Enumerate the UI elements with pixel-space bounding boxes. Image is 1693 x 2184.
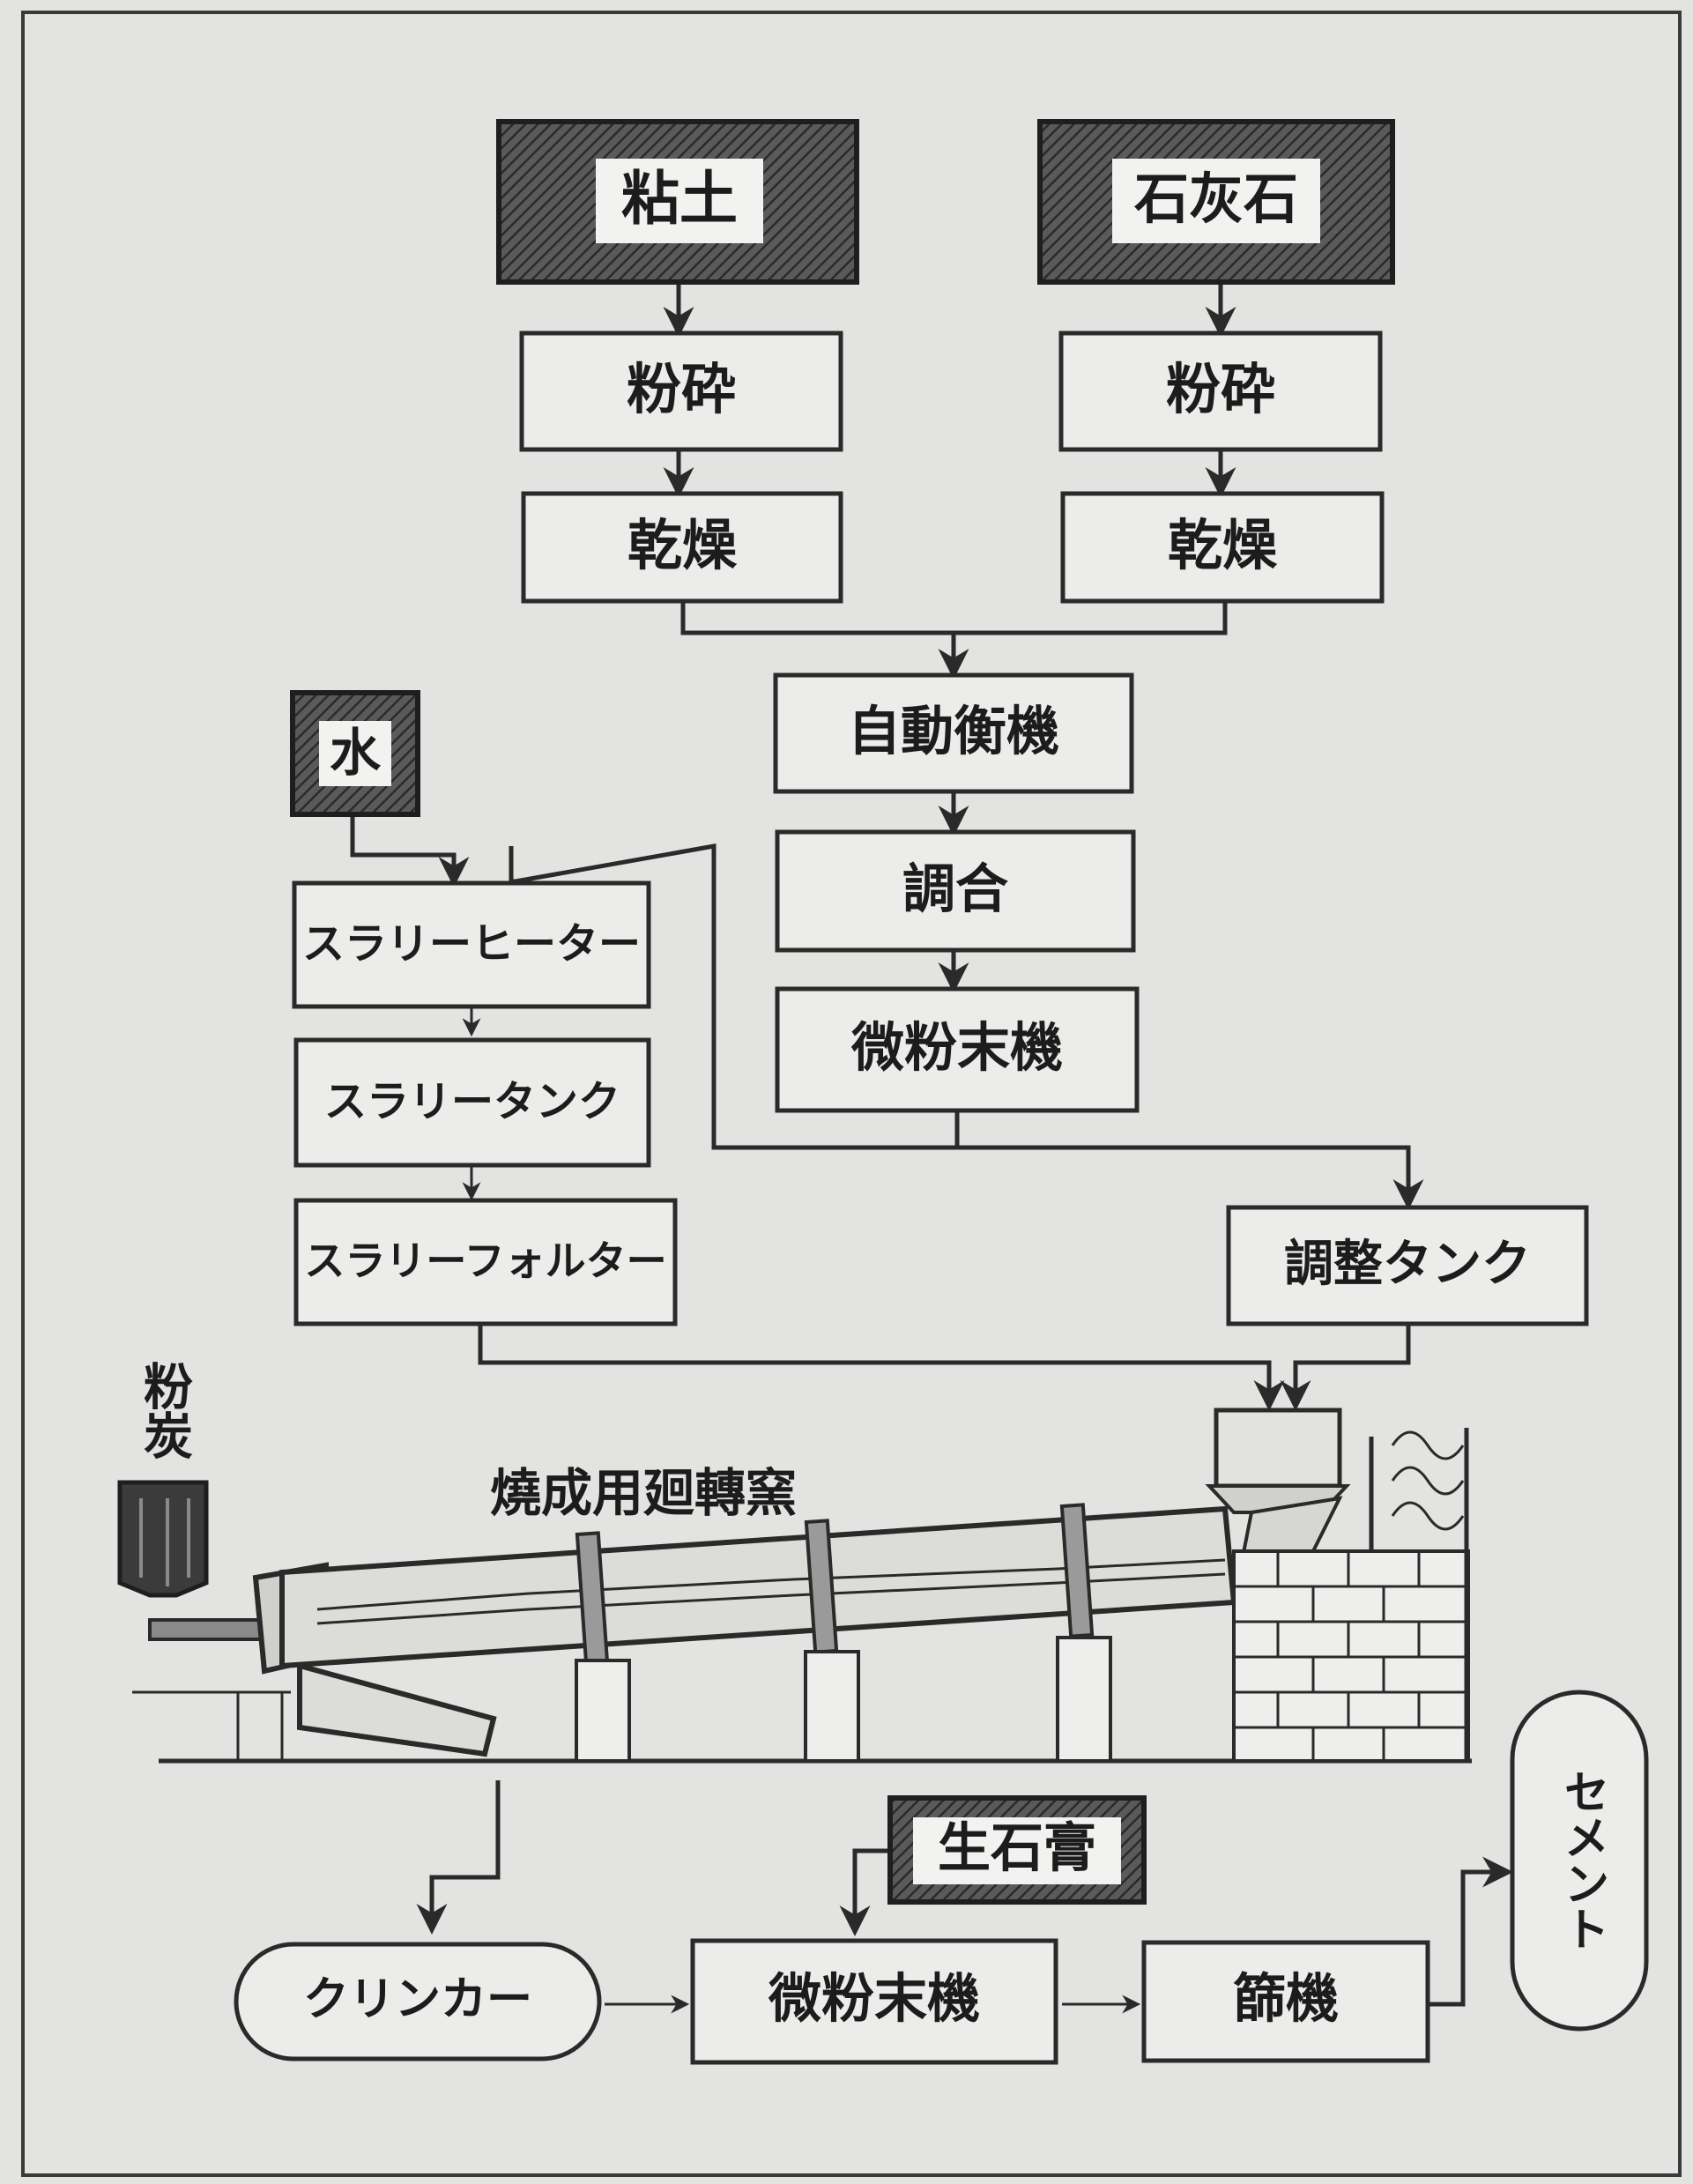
rotary-kiln-illustration [117, 1408, 1472, 1764]
limestone-dry-box: 乾燥 [1060, 491, 1385, 604]
sieve-label: 篩機 [1233, 1969, 1339, 2031]
limestone-crush-box: 粉砕 [1058, 331, 1383, 452]
auto-scale-box: 自動衡機 [773, 672, 1134, 794]
cement-label: セメント [1556, 1768, 1608, 1951]
clay-label: 粘土 [621, 165, 738, 233]
clay-box: 粘土 [496, 119, 859, 285]
slurry-tank-label: スラリータンク [324, 1077, 620, 1126]
limestone-crush-label: 粉砕 [1166, 357, 1275, 421]
limestone-label: 石灰石 [1134, 167, 1298, 231]
slurry-filter-box: スラリーフォルター [293, 1198, 678, 1326]
adjust-tank-box: 調整タンク [1226, 1205, 1589, 1326]
clay-dry-box: 乾燥 [521, 491, 843, 604]
kiln-label: 燒成用廻轉窯 [490, 1463, 797, 1523]
clinker-label: クリンカー [303, 1973, 532, 2026]
adjust-tank-label: 調整タンク [1284, 1236, 1531, 1293]
auto-scale-label: 自動衡機 [848, 702, 1059, 763]
gypsum-label: 生石膏 [938, 1818, 1096, 1880]
water-box: 水 [290, 690, 420, 817]
page-frame [21, 11, 1682, 2177]
slurry-tank-box: スラリータンク [293, 1037, 651, 1168]
fine-mill-top-label: 微粉末機 [850, 1018, 1063, 1080]
sieve-box: 篩機 [1141, 1940, 1430, 2063]
limestone-dry-label: 乾燥 [1168, 513, 1278, 577]
clay-crush-label: 粉砕 [627, 357, 736, 421]
slurry-heater-box: スラリーヒーター [292, 880, 651, 1009]
gypsum-box: 生石膏 [887, 1795, 1147, 1905]
fine-mill-bottom-label: 微粉末機 [768, 1969, 980, 2031]
mixing-box: 調合 [775, 829, 1136, 953]
clay-dry-label: 乾燥 [627, 513, 738, 577]
fine-mill-top-box: 微粉末機 [775, 986, 1140, 1113]
fine-mill-bottom-box: 微粉末機 [690, 1938, 1058, 2065]
coal-powder-label: 粉炭 [136, 1361, 193, 1460]
slurry-filter-label: スラリーフォルター [304, 1237, 666, 1285]
clay-crush-box: 粉砕 [519, 331, 843, 452]
slurry-heater-label: スラリーヒーター [302, 919, 641, 969]
clinker-box: クリンカー [234, 1942, 602, 2061]
mixing-label: 調合 [902, 859, 1008, 921]
cement-box: セメント [1510, 1690, 1649, 2032]
limestone-box: 石灰石 [1037, 119, 1395, 285]
water-label: 水 [330, 723, 382, 783]
connectors [350, 282, 1513, 2014]
